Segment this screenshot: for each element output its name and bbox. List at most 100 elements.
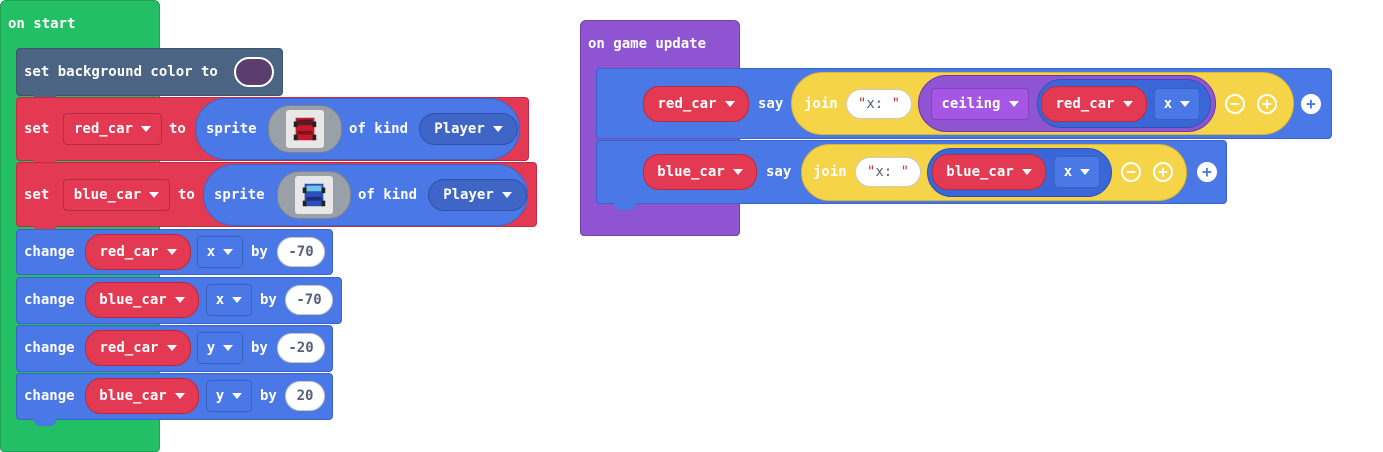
string-value: x: [866, 96, 892, 112]
sprite-keyword: sprite [214, 187, 265, 203]
variable-dropdown[interactable]: blue_car [643, 154, 757, 190]
plus-glyph: + [1202, 162, 1212, 181]
property-dropdown[interactable]: x [206, 284, 252, 316]
notch [614, 203, 636, 210]
remove-arg-icon[interactable]: − [1121, 162, 1141, 182]
string-value: x: [875, 164, 901, 180]
to-keyword: to [178, 187, 195, 203]
red-car-sprite-icon [286, 110, 324, 148]
chevron-down-icon [1080, 169, 1091, 175]
property-name: x [215, 292, 225, 308]
chevron-down-icon [174, 393, 185, 399]
number-input[interactable]: -70 [277, 237, 325, 267]
change-keyword: change [24, 292, 75, 308]
variable-name: blue_car [99, 292, 167, 308]
plus-glyph: + [1262, 94, 1272, 113]
add-block-icon[interactable]: + [1301, 94, 1321, 114]
quote-close: " [891, 96, 901, 112]
by-keyword: by [260, 292, 277, 308]
property-dropdown[interactable]: x [1054, 156, 1100, 188]
change-keyword: change [24, 388, 75, 404]
variable-dropdown[interactable]: blue_car [85, 378, 199, 414]
chevron-down-icon [166, 249, 177, 255]
variable-name: red_car [657, 96, 717, 112]
property-name: x [1063, 164, 1073, 180]
background-color-swatch[interactable] [234, 57, 274, 87]
quote-open: " [866, 164, 876, 180]
of-kind-keyword: of kind [349, 121, 409, 137]
chevron-down-icon [166, 345, 177, 351]
kind-value: Player [434, 121, 485, 137]
plus-glyph: + [1158, 162, 1168, 181]
variable-name: red_car [99, 340, 159, 356]
chevron-down-icon [232, 393, 243, 399]
quote-open: " [857, 96, 867, 112]
on-start-label: on start [8, 16, 76, 32]
string-input[interactable]: "x: " [846, 89, 912, 119]
chevron-down-icon [232, 297, 243, 303]
kind-value: Player [443, 187, 494, 203]
chevron-down-icon [492, 126, 503, 132]
change-keyword: change [24, 340, 75, 356]
variable-dropdown[interactable]: red_car [85, 234, 191, 270]
plus-glyph: + [1306, 94, 1316, 113]
variable-dropdown[interactable]: red_car [63, 113, 162, 145]
chevron-down-icon [1180, 101, 1191, 107]
by-keyword: by [251, 244, 268, 260]
blue-car-sprite-icon [295, 176, 333, 214]
variable-dropdown[interactable]: blue_car [932, 154, 1046, 190]
variable-name: red_car [99, 244, 159, 260]
quote-close: " [900, 164, 910, 180]
property-name: y [215, 388, 225, 404]
join-keyword: join [804, 96, 838, 112]
variable-dropdown[interactable]: red_car [85, 330, 191, 366]
variable-dropdown[interactable]: blue_car [85, 282, 199, 318]
number-input[interactable]: -70 [285, 285, 333, 315]
property-dropdown[interactable]: y [206, 380, 252, 412]
notch [34, 419, 56, 426]
chevron-down-icon [174, 297, 185, 303]
add-arg-icon[interactable]: + [1153, 162, 1173, 182]
number-input[interactable]: 20 [285, 381, 325, 411]
variable-name: blue_car [73, 187, 142, 203]
sprite-image-picker[interactable] [268, 105, 342, 153]
variable-name: blue_car [657, 164, 725, 180]
property-name: x [206, 244, 216, 260]
string-input[interactable]: "x: " [855, 157, 921, 187]
chevron-down-icon [1008, 101, 1019, 107]
variable-dropdown[interactable]: red_car [643, 86, 749, 122]
add-arg-icon[interactable]: + [1257, 94, 1277, 114]
chevron-down-icon [149, 192, 160, 198]
chevron-down-icon [1021, 169, 1032, 175]
math-op-dropdown[interactable]: ceiling [931, 88, 1029, 120]
kind-dropdown[interactable]: Player [428, 179, 527, 211]
variable-dropdown[interactable]: red_car [1041, 86, 1147, 122]
property-name: y [206, 340, 216, 356]
add-block-icon[interactable]: + [1197, 162, 1217, 182]
remove-arg-icon[interactable]: − [1225, 94, 1245, 114]
say-keyword: say [766, 164, 792, 180]
math-op-name: ceiling [941, 96, 1001, 112]
variable-dropdown[interactable]: blue_car [63, 179, 170, 211]
set-keyword: set [24, 187, 50, 203]
set-keyword: set [24, 121, 50, 137]
number-input[interactable]: -20 [277, 333, 325, 363]
set-background-label: set background color to [24, 64, 218, 80]
to-keyword: to [169, 121, 186, 137]
by-keyword: by [260, 388, 277, 404]
property-dropdown[interactable]: y [197, 332, 243, 364]
property-dropdown[interactable]: x [197, 236, 243, 268]
variable-name: red_car [1055, 96, 1115, 112]
minus-glyph: − [1126, 162, 1136, 181]
variable-name: blue_car [99, 388, 167, 404]
say-keyword: say [758, 96, 784, 112]
chevron-down-icon [141, 126, 151, 132]
chevron-down-icon [1122, 101, 1133, 107]
change-keyword: change [24, 244, 75, 260]
by-keyword: by [251, 340, 268, 356]
sprite-image-picker[interactable] [277, 171, 351, 219]
chevron-down-icon [501, 192, 512, 198]
chevron-down-icon [223, 345, 234, 351]
property-dropdown[interactable]: x [1154, 88, 1200, 120]
kind-dropdown[interactable]: Player [419, 113, 518, 145]
